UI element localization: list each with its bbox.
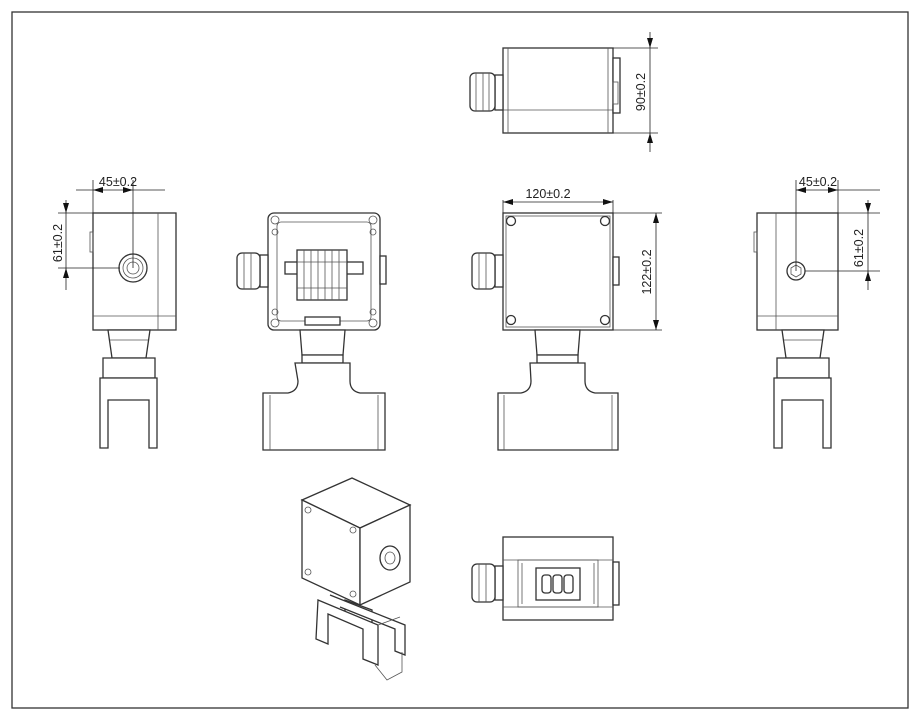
dimension-right-height: 61±0.2	[852, 229, 866, 267]
dimension-left-height: 61±0.2	[51, 224, 65, 262]
right-side-view: 45±0.2 61±0.2	[753, 175, 880, 449]
dimension-front-width: 120±0.2	[525, 187, 570, 201]
drawing-frame	[11, 11, 909, 709]
isometric-view	[300, 477, 412, 681]
top-view: 90±0.2	[469, 32, 658, 152]
front-open-view	[236, 212, 387, 451]
dimension-top-height: 90±0.2	[634, 73, 648, 111]
dimension-front-height: 122±0.2	[640, 249, 654, 294]
dimension-right-width: 45±0.2	[799, 175, 837, 189]
front-view: 120±0.2 122±0.2	[471, 187, 662, 451]
bottom-view	[471, 536, 620, 621]
dimension-left-width: 45±0.2	[99, 175, 137, 189]
left-side-view: 45±0.2 61±0.2	[51, 175, 177, 449]
